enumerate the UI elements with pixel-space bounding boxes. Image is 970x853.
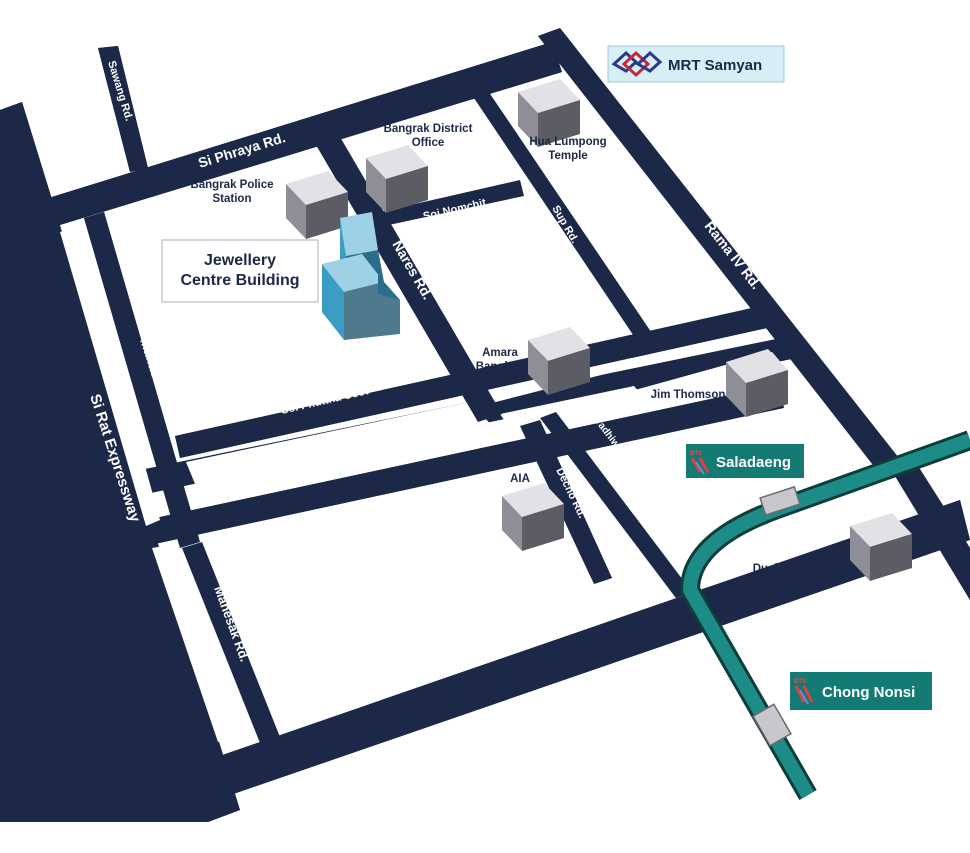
bts-logo-icon: BTS (690, 451, 710, 475)
featured-line: Centre Building (180, 272, 299, 289)
svg-text:BTS: BTS (794, 679, 806, 685)
bts-line (680, 430, 970, 800)
label-line: Temple (548, 150, 587, 162)
svg-text:BTS: BTS (690, 451, 702, 457)
saladaeng-label: Saladaeng (716, 454, 791, 471)
badge-chong-nonsi: BTS Chong Nonsi (790, 672, 932, 710)
label-line: Bangrak Police (190, 179, 273, 191)
saladaeng-platform (759, 485, 801, 517)
road-network-top (0, 28, 970, 822)
label-line: Bangrak District (384, 123, 473, 135)
bts-logo-icon: BTS (794, 679, 814, 705)
label-line: Bangkok (476, 361, 525, 373)
building-jim-thomson: Jim Thomson (651, 349, 788, 417)
label-line: Office (412, 137, 445, 149)
mrt-logo-icon (611, 50, 663, 78)
building-dusit-thani-hotel: Dusit Thani Hotel (753, 513, 912, 581)
label-line: Hua Lumpong (529, 136, 606, 148)
featured-line: Jewellery (204, 252, 276, 269)
badge-mrt-samyan: MRT Samyan (607, 45, 785, 83)
building-aia: AIA (502, 473, 564, 551)
featured-building (322, 212, 400, 340)
badge-saladaeng: BTS Saladaeng (686, 444, 804, 478)
label-line: Amara (482, 347, 518, 359)
mrt-samyan-label: MRT Samyan (668, 57, 762, 74)
chong-nonsi-platform (752, 703, 792, 747)
chong-nonsi-label: Chong Nonsi (822, 684, 915, 701)
label-line: Jim Thomson (651, 389, 726, 401)
label-line: AIA (510, 473, 530, 485)
label-line: Station (213, 193, 252, 205)
label-line: Dusit Thani Hotel (753, 563, 848, 575)
